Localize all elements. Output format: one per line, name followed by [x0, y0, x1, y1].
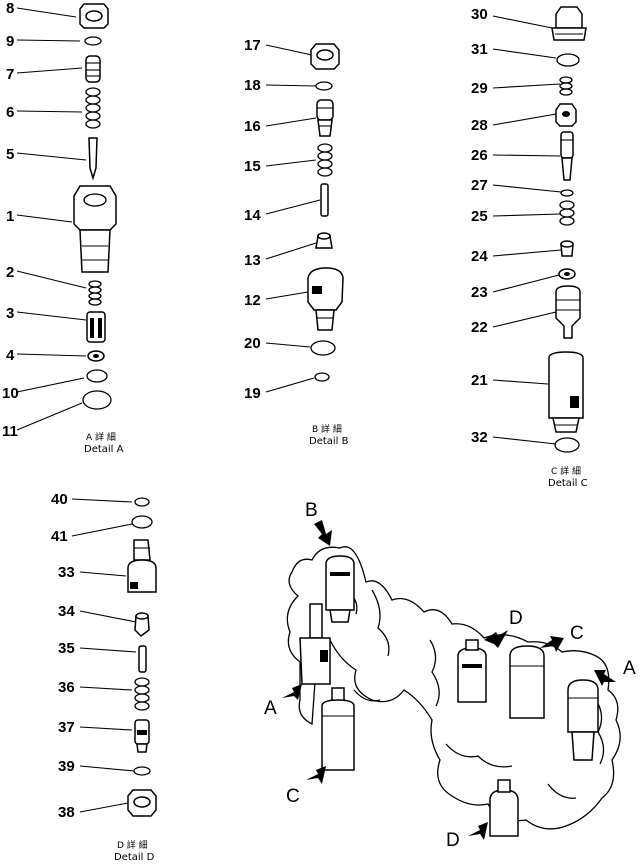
callout-c-left: C	[286, 786, 300, 807]
caption-a-jp: A 詳 細	[86, 431, 116, 443]
label-b-14: 14	[244, 207, 261, 224]
label-a-3: 3	[6, 305, 14, 322]
label-b-13: 13	[244, 252, 261, 269]
caption-a-en: Detail A	[84, 444, 124, 455]
label-c-28: 28	[471, 117, 488, 134]
label-d-33: 33	[58, 564, 75, 581]
label-c-30: 30	[471, 6, 488, 23]
label-c-24: 24	[471, 248, 488, 265]
caption-c-jp: C 詳 細	[551, 465, 581, 477]
detail-b: 17 18 16 15 14 13 12 20 19 B 詳 細 Detail …	[244, 37, 349, 447]
callout-c-right: C	[570, 623, 584, 644]
label-a-10: 10	[2, 385, 19, 402]
label-b-15: 15	[244, 158, 261, 175]
label-a-7: 7	[6, 66, 14, 83]
label-a-8: 8	[6, 0, 14, 17]
label-c-27: 27	[471, 177, 488, 194]
caption-d-en: Detail D	[114, 852, 155, 863]
caption-c-en: Detail C	[548, 478, 588, 489]
label-c-31: 31	[471, 41, 488, 58]
callout-b: B	[305, 500, 318, 521]
label-d-39: 39	[58, 758, 75, 775]
label-d-35: 35	[58, 640, 75, 657]
callout-a-left: A	[264, 698, 277, 719]
caption-b-en: Detail B	[309, 436, 349, 447]
label-a-9: 9	[6, 33, 14, 50]
label-d-41: 41	[51, 528, 68, 545]
label-b-19: 19	[244, 385, 261, 402]
callout-a-right: A	[623, 658, 636, 679]
label-b-16: 16	[244, 118, 261, 135]
label-c-22: 22	[471, 319, 488, 336]
label-a-5: 5	[6, 146, 14, 163]
detail-d: 40 41 33 34 35 36 37 39 38 D 詳 細 Detail …	[51, 491, 157, 863]
label-a-2: 2	[6, 264, 14, 281]
label-d-36: 36	[58, 679, 75, 696]
label-b-17: 17	[244, 37, 261, 54]
label-d-34: 34	[58, 603, 75, 620]
label-d-37: 37	[58, 719, 75, 736]
caption-b-jp: B 詳 細	[312, 423, 342, 435]
detail-c: 30 31 29 28 26 27 25 24 23 22 21 32 C 詳 …	[471, 6, 588, 489]
callout-d-bottom: D	[446, 830, 460, 851]
label-b-20: 20	[244, 335, 261, 352]
label-d-38: 38	[58, 804, 75, 821]
label-a-6: 6	[6, 104, 14, 121]
label-c-26: 26	[471, 147, 488, 164]
label-c-25: 25	[471, 208, 488, 225]
label-d-40: 40	[51, 491, 68, 508]
label-a-4: 4	[6, 347, 15, 364]
caption-d-jp: D 詳 細	[117, 839, 148, 851]
label-c-23: 23	[471, 284, 488, 301]
label-a-1: 1	[6, 208, 14, 225]
valve-assembly: B D C A A C D	[264, 500, 636, 851]
label-a-11: 11	[2, 423, 18, 440]
label-c-21: 21	[471, 372, 488, 389]
detail-a: 8 9 7 6 5 1 2 3 4 10 11 A 詳 細 Detail A	[2, 0, 124, 455]
callout-d-upper: D	[509, 608, 523, 629]
label-b-18: 18	[244, 77, 261, 94]
label-c-29: 29	[471, 80, 488, 97]
label-c-32: 32	[471, 429, 488, 446]
label-b-12: 12	[244, 292, 261, 309]
